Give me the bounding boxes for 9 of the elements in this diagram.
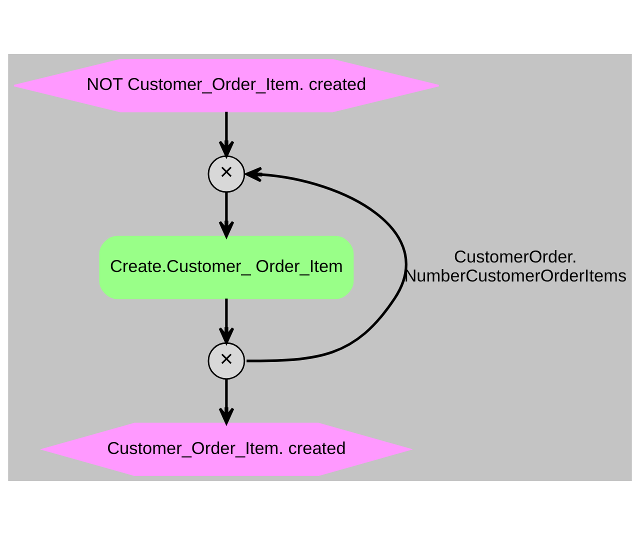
arrow [218, 298, 234, 344]
arrow [218, 192, 234, 238]
arrow [218, 378, 234, 424]
node-box: Create.Customer_ Order_Item [99, 235, 354, 299]
node-circle: × [208, 154, 246, 192]
arrow [218, 111, 234, 157]
arrow [245, 166, 408, 362]
node-circle: × [208, 342, 246, 380]
edge-label: CustomerOrder. NumberCustomerOrderItems [404, 246, 627, 285]
